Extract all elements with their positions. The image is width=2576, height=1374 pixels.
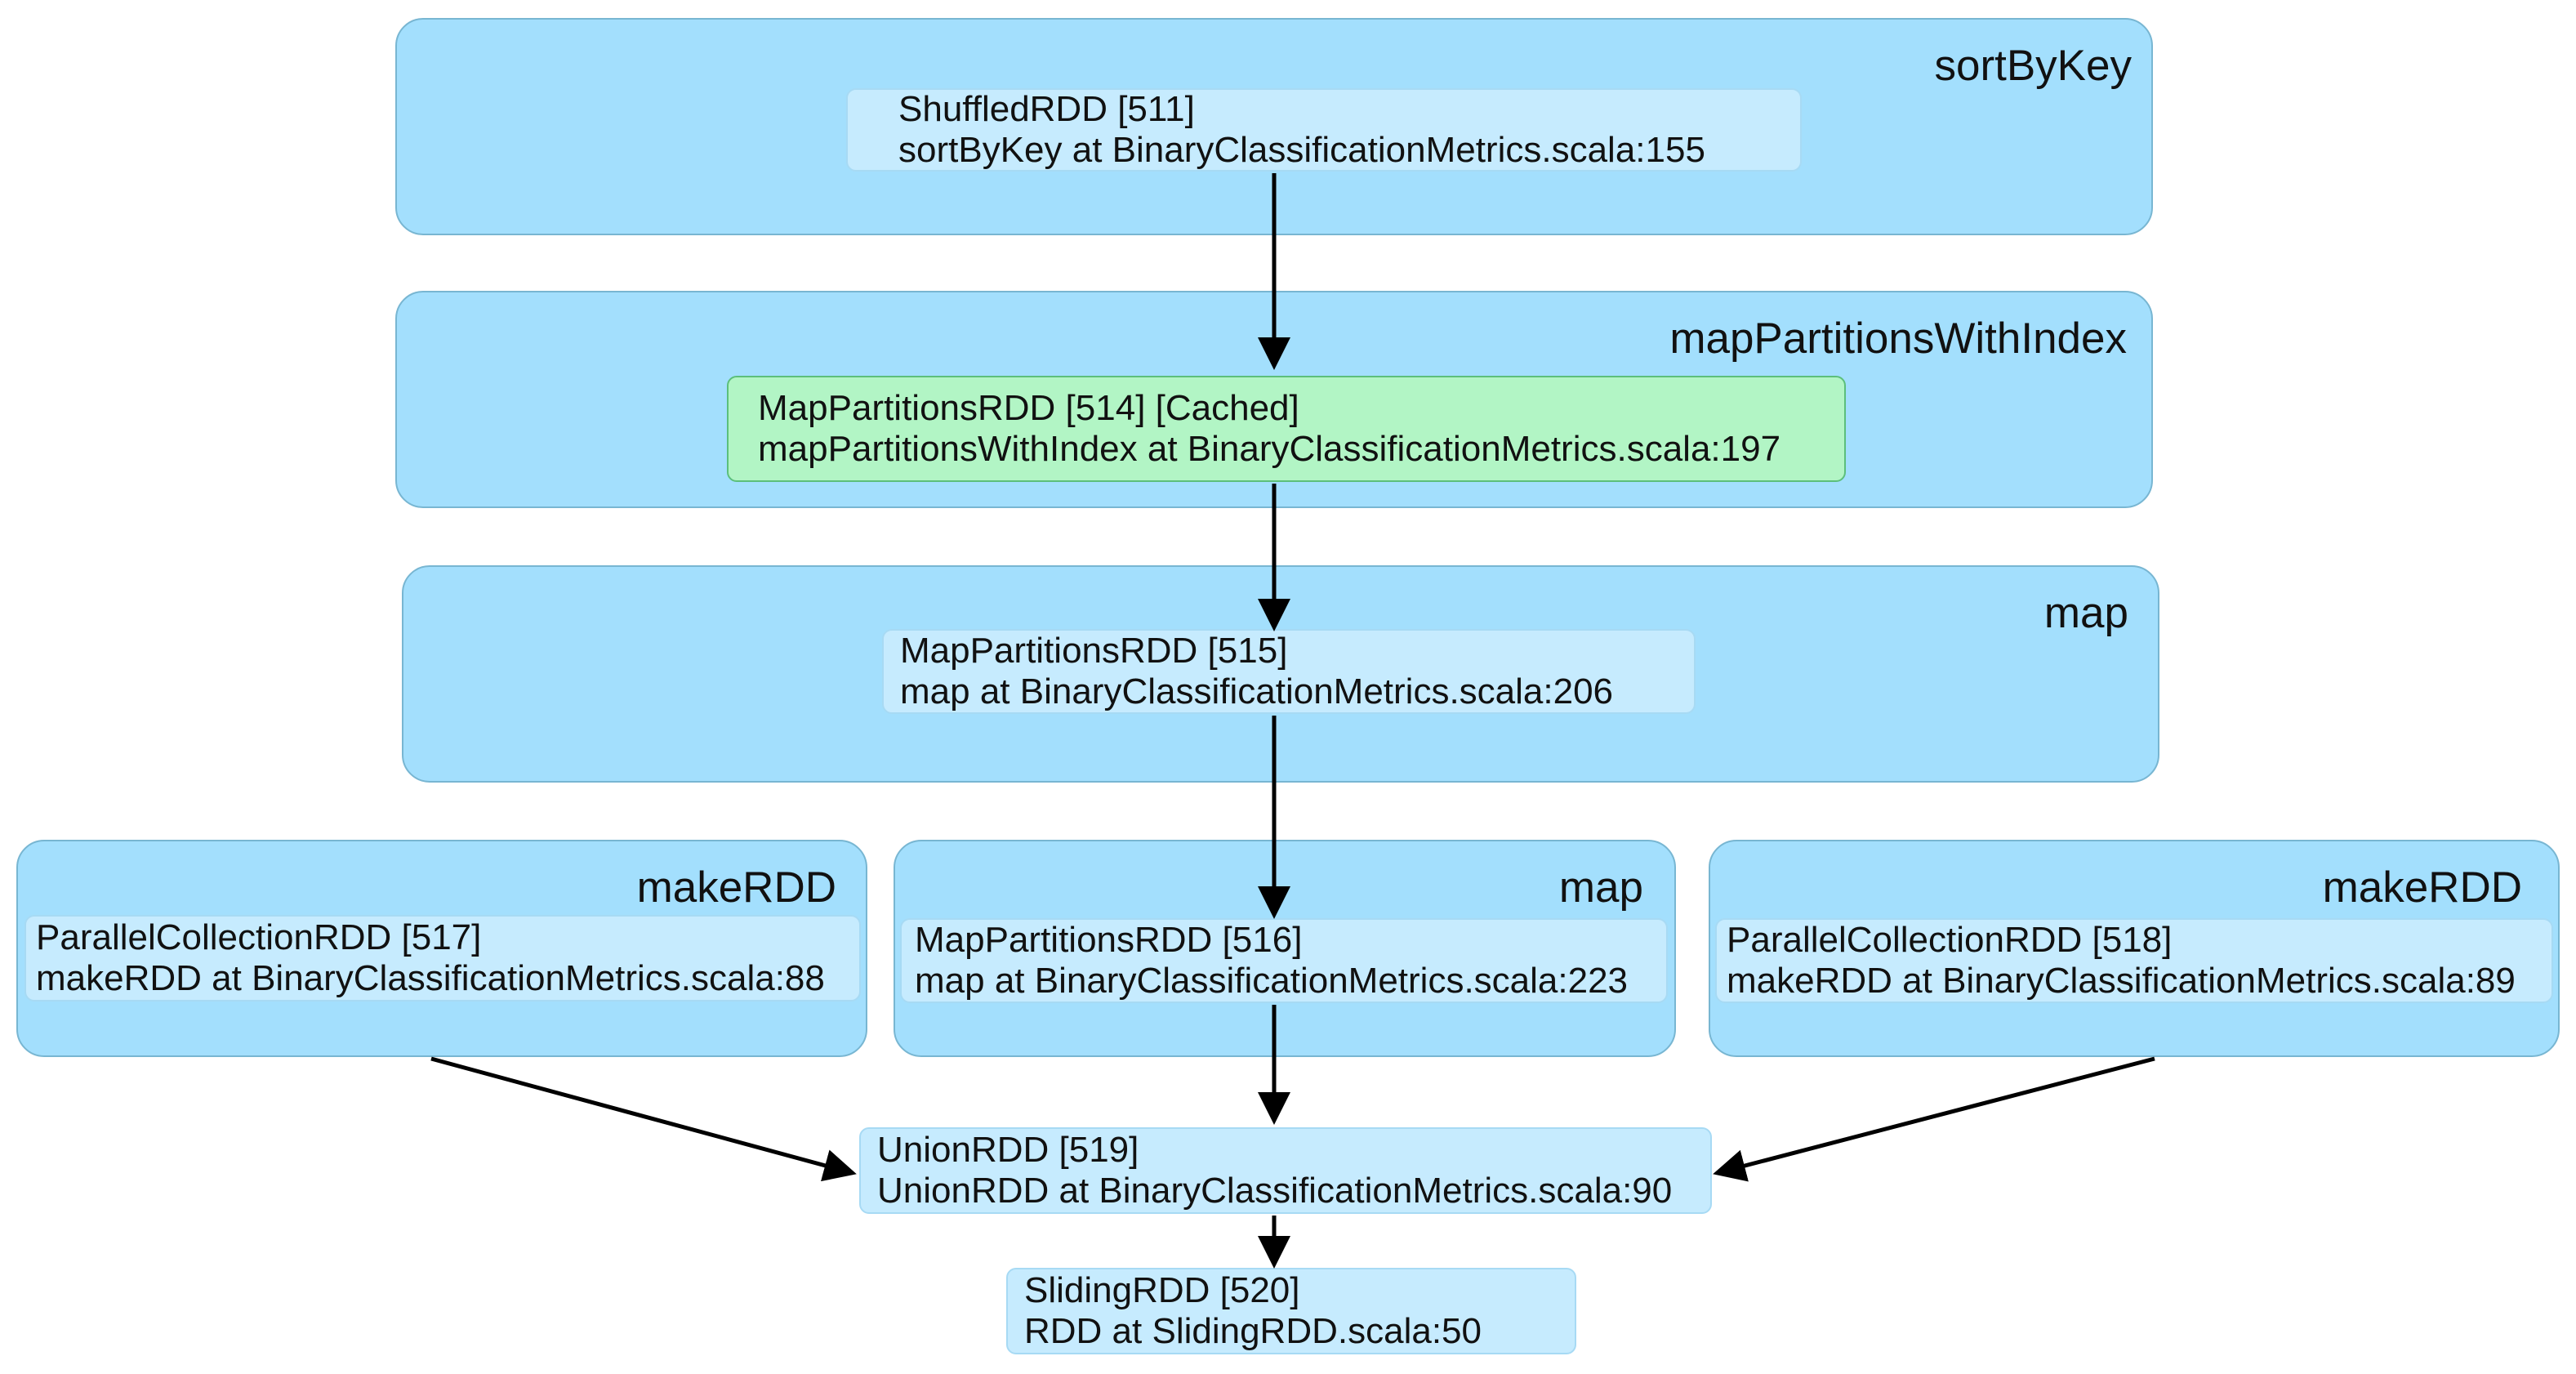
rdd-node-517[interactable]: ParallelCollectionRDD [517] makeRDD at B… — [25, 915, 861, 1002]
rdd-node-519[interactable]: UnionRDD [519] UnionRDD at BinaryClassif… — [859, 1127, 1712, 1214]
rdd-title: MapPartitionsRDD [515] — [900, 631, 1288, 671]
rdd-callsite: UnionRDD at BinaryClassificationMetrics.… — [877, 1171, 1673, 1211]
rdd-node-514-cached[interactable]: MapPartitionsRDD [514] [Cached] mapParti… — [727, 376, 1846, 482]
rdd-title: MapPartitionsRDD [514] [Cached] — [758, 388, 1299, 428]
rdd-callsite: RDD at SlidingRDD.scala:50 — [1024, 1311, 1482, 1351]
rdd-node-516[interactable]: MapPartitionsRDD [516] map at BinaryClas… — [900, 918, 1668, 1003]
rdd-title: ShuffledRDD [511] — [898, 89, 1195, 129]
rdd-callsite: makeRDD at BinaryClassificationMetrics.s… — [36, 958, 825, 998]
edge-518-to-519 — [1713, 1056, 2155, 1182]
rdd-callsite: makeRDD at BinaryClassificationMetrics.s… — [1727, 961, 2516, 1001]
rdd-node-518[interactable]: ParallelCollectionRDD [518] makeRDD at B… — [1715, 918, 2553, 1003]
rdd-title: SlidingRDD [520] — [1024, 1270, 1300, 1310]
cluster-label: makeRDD — [636, 863, 836, 912]
rdd-node-515[interactable]: MapPartitionsRDD [515] map at BinaryClas… — [882, 629, 1696, 714]
rdd-callsite: map at BinaryClassificationMetrics.scala… — [915, 961, 1629, 1001]
rdd-callsite: mapPartitionsWithIndex at BinaryClassifi… — [758, 429, 1781, 469]
rdd-title: ParallelCollectionRDD [518] — [1727, 920, 2173, 960]
rdd-callsite: map at BinaryClassificationMetrics.scala… — [900, 671, 1614, 712]
rdd-title: UnionRDD [519] — [877, 1130, 1139, 1170]
rdd-title: MapPartitionsRDD [516] — [915, 920, 1303, 960]
cluster-label: map — [2043, 589, 2128, 637]
edge-517-to-519 — [430, 1056, 857, 1182]
cluster-label: mapPartitionsWithIndex — [1669, 315, 2127, 363]
cluster-label: map — [1558, 863, 1643, 912]
cluster-label: makeRDD — [2322, 863, 2522, 912]
rdd-node-520[interactable]: SlidingRDD [520] RDD at SlidingRDD.scala… — [1006, 1268, 1576, 1354]
rdd-callsite: sortByKey at BinaryClassificationMetrics… — [898, 130, 1705, 170]
rdd-title: ParallelCollectionRDD [517] — [36, 917, 482, 957]
cluster-label: sortByKey — [1934, 42, 2132, 90]
rdd-node-511[interactable]: ShuffledRDD [511] sortByKey at BinaryCla… — [846, 88, 1802, 172]
